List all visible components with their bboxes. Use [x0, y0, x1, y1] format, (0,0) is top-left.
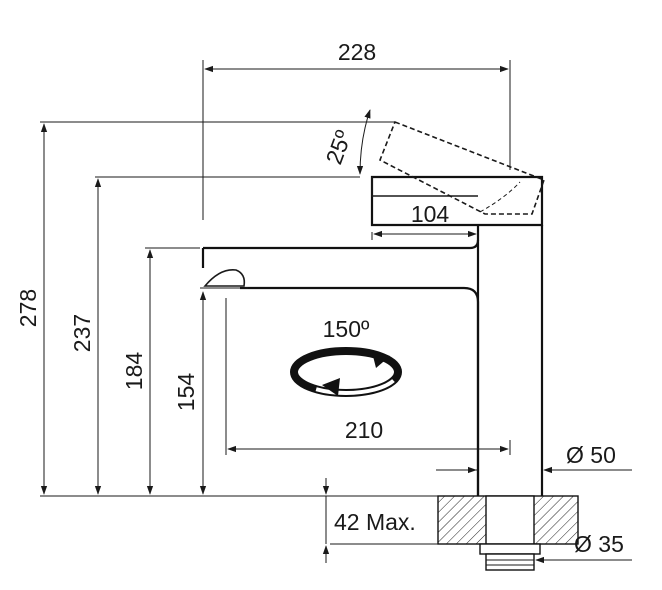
extension-lines [40, 60, 511, 545]
dim-spout-top-height: 237 [69, 314, 95, 352]
dim-angle: 25º [320, 126, 356, 167]
dim-spout-bottom-height: 184 [121, 352, 147, 391]
dim-body-diameter: Ø 50 [566, 442, 616, 468]
dim-reach: 210 [345, 417, 383, 443]
faucet-outline [200, 120, 579, 571]
dim-spout-length: 104 [411, 201, 450, 227]
dimension-labels: 228 25º 104 278 237 184 154 210 150º Ø 5… [15, 39, 624, 557]
dim-deck-thickness: 42 Max. [334, 509, 416, 535]
dim-thread-diameter: Ø 35 [574, 531, 624, 557]
dim-outlet-height: 154 [173, 373, 199, 412]
rotation-arrow-icon [290, 347, 402, 397]
dim-rotation: 150º [323, 316, 370, 342]
dimension-lines [40, 65, 632, 564]
dim-top-width: 228 [338, 39, 376, 65]
dim-total-height: 278 [15, 289, 41, 327]
